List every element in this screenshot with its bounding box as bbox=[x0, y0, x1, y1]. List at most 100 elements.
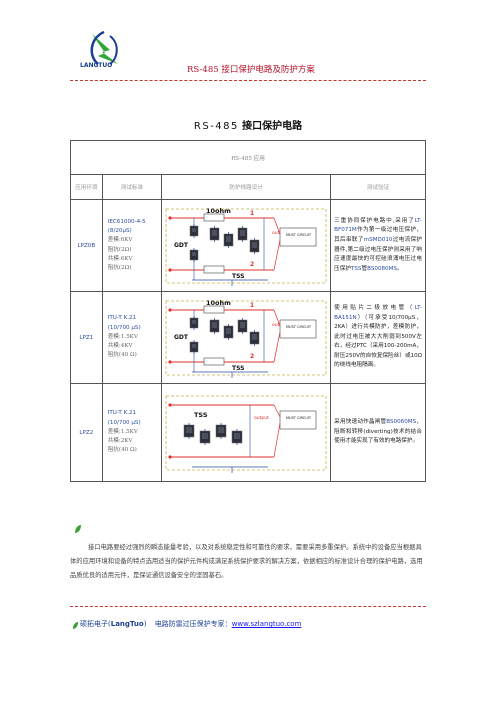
verify-text: ，耐压 bbox=[334, 343, 422, 359]
verify-text: 500V bbox=[401, 333, 416, 340]
table-section-title: RS-485 应用 bbox=[70, 140, 426, 175]
std-name: IEC61000-4-5 bbox=[107, 218, 146, 225]
env-cell: LPZ0B bbox=[70, 199, 103, 292]
leaf-icon bbox=[75, 525, 81, 533]
std-line: 阻抗(2Ω) bbox=[107, 246, 132, 253]
verify-text: 的绕线电阻隔离。 bbox=[334, 362, 379, 369]
diagram-cell: TSS output MUST CIRCUIT bbox=[161, 383, 332, 482]
column-header: 防护线路设计 bbox=[161, 174, 332, 200]
verify-text: LT-BF071M bbox=[334, 217, 422, 234]
footer-divider bbox=[70, 606, 426, 607]
circuit-diagram: TSS output MUST CIRCUIT bbox=[165, 395, 327, 473]
footer-slogan: 电路防雷过压保护专家： bbox=[154, 620, 232, 628]
verify-text: 三重协同保护电路中,采用了 bbox=[334, 217, 415, 224]
std-wave: (10/700 μS) bbox=[107, 419, 141, 426]
verify-text: mSMD010 bbox=[363, 236, 393, 243]
verify-text: 10/700μS，2KA bbox=[334, 314, 422, 331]
verify-text: (diverting) bbox=[363, 428, 393, 435]
verify-text: BS0060MS bbox=[386, 419, 417, 426]
std-line: 共模:4KV bbox=[107, 343, 133, 350]
diagram-label: TSS bbox=[194, 411, 208, 419]
column-header: 应用环境 bbox=[70, 174, 103, 200]
footer-company-suffix: ) bbox=[143, 620, 147, 628]
verify-text: 作为第一级过电压保护，其后串联了 bbox=[334, 227, 422, 243]
circuit-box-label: MUST CIRCUIT bbox=[286, 325, 312, 329]
std-line: 共模:2KV bbox=[107, 438, 133, 445]
table-row: LPZ2 ITU-T K.21 (10/700 μS) 差模:1.5KV 共模:2KV 阻… bbox=[70, 383, 426, 482]
diagram-label: GDT bbox=[174, 334, 189, 341]
std-line: 阻抗(40 Ω) bbox=[107, 352, 137, 359]
std-wave: (10/700 μS) bbox=[107, 324, 141, 331]
verify-cell: 采用快速动作晶闸管BS0060MS，阻断和转移(diverting)技术的结合使… bbox=[330, 383, 426, 482]
page-title-latin: RS-485 bbox=[193, 121, 239, 132]
std-line: 阻抗(2Ω) bbox=[107, 264, 132, 271]
std-cell: IEC61000-4-5 (8/20μS) 差模:6KV 阻抗(2Ω) 共模:6KV 阻抗… bbox=[101, 199, 163, 292]
std-wave: (8/20μS) bbox=[107, 228, 132, 235]
verify-text: PTC bbox=[356, 343, 367, 350]
std-cell: ITU-T K.21 (10/700 μS) 差模:1.5KV 共模:4KV 阻抗(40… bbox=[101, 291, 163, 384]
circuit-box-label: MUST CIRCUIT bbox=[286, 416, 312, 420]
std-cell: ITU-T K.21 (10/700 μS) 差模:1.5KV 共模:2KV 阻抗(40… bbox=[101, 383, 163, 482]
summary-paragraph: 接口电路要经过强烈的瞬态能量考验，以及对系统稳定性和可靠性的要求，需要采用多重保… bbox=[70, 544, 423, 579]
std-line: 差模:1.5KV bbox=[107, 428, 138, 435]
verify-text: 过电流保护器件,第二级过电压保护则采用了响应速度最快的可控硅浪涌电压过电压保护 bbox=[334, 236, 422, 272]
verify-cell: 使用贴片二极放电管（LT-BA151N）（可承受10/700μS，2KA）进行共… bbox=[330, 291, 426, 384]
verify-text: ，阻断和转移 bbox=[334, 419, 422, 435]
header-divider bbox=[70, 80, 426, 81]
std-line: 差模:1.5KV bbox=[107, 333, 138, 340]
diagram-label: 1 bbox=[250, 210, 254, 217]
verify-text: LT-BA151N bbox=[334, 304, 422, 321]
leaf-icon bbox=[72, 622, 79, 629]
verify-text: 250V bbox=[345, 352, 360, 359]
std-line: 差模:6KV bbox=[107, 237, 133, 244]
env-cell: LPZ1 bbox=[70, 291, 103, 384]
verify-text: 的自恢复保险丝）或 bbox=[359, 352, 411, 359]
footer: 硕拓电子(LangTuo) 电路防雷过压保护专家：www.szlangtuo.c… bbox=[80, 619, 301, 629]
std-line: 阻抗(40 Ω) bbox=[107, 447, 137, 454]
verify-text: 左右，经过 bbox=[334, 333, 422, 350]
page-title-zh: 接口保护电路 bbox=[242, 121, 303, 132]
verify-text: BS0080MS bbox=[367, 265, 397, 272]
verify-text: 。 bbox=[397, 265, 403, 272]
std-name: ITU-T K.21 bbox=[107, 410, 137, 417]
diagram-label: 2 bbox=[250, 261, 254, 268]
verify-text: 使用贴片二极放电管（ bbox=[334, 304, 415, 311]
page-title: RS-485 接口保护电路 bbox=[0, 117, 496, 132]
verify-text: TSS bbox=[350, 265, 362, 272]
circuit-box-label: MUST CIRCUIT bbox=[286, 233, 312, 237]
diagram-label: GDT bbox=[174, 242, 189, 249]
verify-text: ）（可承受 bbox=[356, 314, 389, 321]
env-cell: LPZ2 bbox=[70, 383, 103, 482]
column-header: 测试标准 bbox=[101, 174, 163, 200]
table-row: LPZ0B IEC61000-4-5 (8/20μS) 差模:6KV 阻抗(2Ω) 共模:… bbox=[70, 199, 426, 292]
verify-text: 采用快速动作晶闸管 bbox=[334, 419, 387, 426]
verify-text: 100-200mA bbox=[383, 343, 417, 350]
diagram-label: output bbox=[254, 415, 269, 421]
diagram-label: TSS bbox=[232, 273, 244, 280]
header-title: RS-485 接口保护电路及防护方案 bbox=[187, 65, 315, 75]
std-name: ITU-T K.21 bbox=[107, 315, 137, 322]
footer-website-link[interactable]: www.szlangtuo.com bbox=[231, 620, 302, 628]
verify-text: 10Ω bbox=[410, 352, 422, 359]
diagram-label: 10ohm bbox=[206, 207, 231, 215]
verify-text: ）进行共模防护，差模防护，此时过电压被大大削弱到 bbox=[334, 324, 422, 340]
column-header: 测试验证 bbox=[330, 174, 426, 200]
diagram-label: 1 bbox=[250, 302, 254, 309]
diagram-label: TSS bbox=[232, 365, 244, 372]
footer-company-prefix: 硕拓电子( bbox=[80, 620, 111, 628]
diagram-label: 2 bbox=[250, 353, 254, 360]
footer-brand: LangTuo bbox=[110, 620, 144, 628]
langtuo-logo-icon bbox=[90, 30, 118, 65]
std-line: 共模:6KV bbox=[107, 255, 133, 262]
verify-text: （采用 bbox=[366, 343, 384, 350]
diagram-label: 10ohm bbox=[206, 299, 231, 307]
table-row: LPZ1 ITU-T K.21 (10/700 μS) 差模:1.5KV 共模:4KV 阻… bbox=[70, 291, 426, 384]
verify-cell: 三重协同保护电路中,采用了LT-BF071M作为第一级过电压保护，其后串联了mS… bbox=[330, 199, 426, 292]
logo-text: LANGTUO bbox=[80, 62, 113, 69]
verify-text: 技术的结合使用才能实现了有效的电路保护。 bbox=[334, 428, 422, 445]
